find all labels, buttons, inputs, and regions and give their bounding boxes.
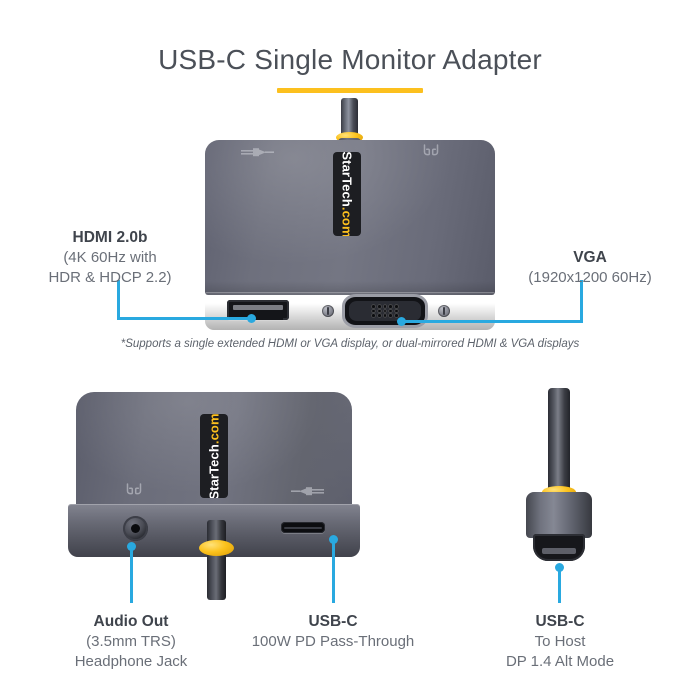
- vga-leader-dot: [397, 317, 406, 326]
- usbc-pd-leader-dot: [329, 535, 338, 544]
- audio-leader-dot: [127, 542, 136, 551]
- callout-usbc-host: USB-C To Host DP 1.4 Alt Mode: [460, 612, 660, 672]
- brand-logo-badge: StarTech.com: [333, 152, 361, 236]
- callout-hdmi-line3: HDR & HDCP 2.2): [48, 269, 172, 286]
- host-cable-rear: [207, 520, 226, 600]
- vga-pin-row-2: [372, 309, 398, 313]
- headphone-icon-rear: [126, 483, 142, 495]
- callout-usbc-pd-line1: USB-C: [308, 613, 358, 630]
- usb-c-connector: [500, 388, 620, 588]
- callout-vga: VGA (1920x1200 60Hz): [490, 248, 690, 288]
- callout-audio-line2: (3.5mm TRS): [86, 633, 176, 650]
- callout-hdmi-line2: (4K 60Hz with: [63, 249, 157, 266]
- callout-usbc-host-line1: USB-C: [535, 613, 585, 630]
- cable-yellow-ring-top: [336, 132, 363, 143]
- title-underline-rule: [277, 88, 423, 93]
- callout-usbc-host-line3: DP 1.4 Alt Mode: [505, 653, 615, 670]
- hdmi-port: [227, 300, 289, 320]
- hdmi-leader-dot: [247, 314, 256, 323]
- usb-c-plug-tip: [533, 534, 585, 561]
- callout-hdmi-line1: HDMI 2.0b: [72, 229, 148, 246]
- vga-screw-left: [322, 305, 334, 317]
- audio-jack-port: [123, 516, 148, 541]
- callout-usbc-host-line2: To Host: [534, 633, 586, 650]
- page-title: USB-C Single Monitor Adapter: [158, 44, 542, 75]
- brand-logo-badge-rear: StarTech.com: [200, 414, 228, 498]
- usb-c-plug-shell: [526, 492, 592, 538]
- callout-vga-line2: (1920x1200 60Hz): [528, 269, 652, 286]
- callout-hdmi: HDMI 2.0b (4K 60Hz with HDR & HDCP 2.2): [10, 228, 210, 288]
- vga-leader-horizontal: [400, 320, 583, 323]
- usb-c-cable: [548, 388, 570, 494]
- vga-pin-row-1: [372, 305, 398, 308]
- usbc-pd-leader-line: [332, 538, 335, 603]
- hdmi-leader-vertical: [117, 280, 120, 320]
- footnote-text: *Supports a single extended HDMI or VGA …: [120, 338, 580, 350]
- callout-usbc-pd-line2: 100W PD Pass-Through: [251, 633, 415, 650]
- callout-audio-line1: Audio Out: [93, 613, 169, 630]
- usbc-host-leader-dot: [555, 563, 564, 572]
- callout-audio-line3: Headphone Jack: [74, 653, 188, 670]
- adapter-front-view: StarTech.com: [205, 98, 495, 330]
- callout-audio-out: Audio Out (3.5mm TRS) Headphone Jack: [31, 612, 231, 672]
- callout-vga-line1: VGA: [573, 249, 607, 266]
- cable-yellow-ring-rear: [199, 540, 234, 556]
- power-plug-icon: [241, 148, 274, 157]
- vga-leader-vertical: [580, 280, 583, 323]
- adapter-rear-view: StarTech.com: [68, 392, 360, 600]
- usbc-host-leader-line: [558, 566, 561, 603]
- callout-usbc-pd: USB-C 100W PD Pass-Through: [233, 612, 433, 652]
- usb-c-plug-tongue: [542, 548, 576, 554]
- power-plug-icon-rear: [291, 487, 324, 496]
- audio-leader-line: [130, 545, 133, 603]
- headphone-icon: [423, 144, 439, 156]
- hdmi-leader-horizontal: [117, 317, 252, 320]
- vga-screw-right: [438, 305, 450, 317]
- vga-pin-row-3: [372, 314, 398, 317]
- usb-c-port: [281, 522, 325, 533]
